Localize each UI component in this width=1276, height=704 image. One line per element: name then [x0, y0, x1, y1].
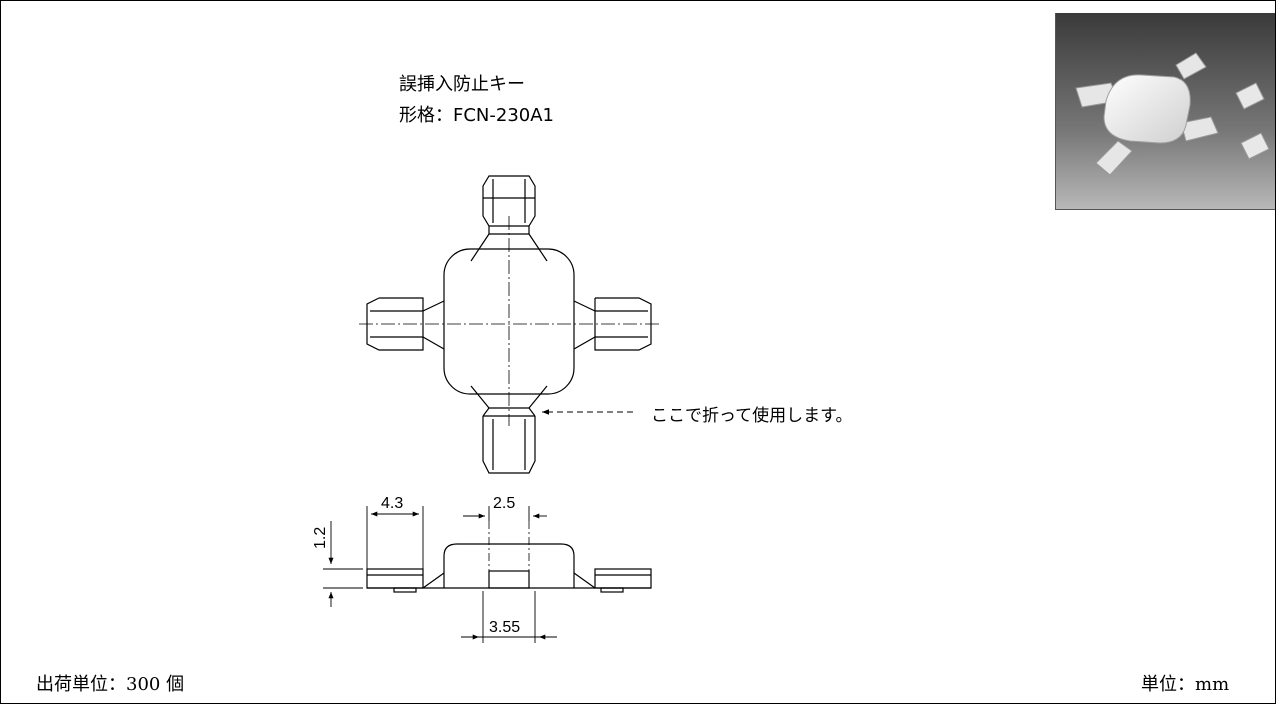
dim-4-3	[366, 506, 424, 569]
dim-label-3-55: 3.55	[489, 619, 520, 636]
shipping-unit: 出荷単位：300 個	[36, 674, 185, 695]
key-side-view	[366, 521, 652, 593]
product-photo	[1055, 13, 1275, 210]
dim-2-5	[463, 506, 547, 521]
dim-label-4-3: 4.3	[381, 495, 403, 512]
fold-note: ここで折って使用します。	[651, 406, 853, 426]
left-tab	[366, 297, 445, 351]
right-tab	[573, 297, 652, 351]
product-model: 形格：FCN-230A1	[399, 105, 555, 126]
product-name: 誤挿入防止キー	[399, 74, 525, 95]
dim-label-2-5: 2.5	[493, 495, 515, 512]
dim-1-2	[323, 521, 363, 607]
product-photo-icon	[1056, 13, 1275, 209]
dim-label-1-2: 1.2	[312, 527, 329, 549]
dim-3-55	[461, 591, 557, 643]
unit-label: 単位：mm	[1141, 674, 1230, 695]
